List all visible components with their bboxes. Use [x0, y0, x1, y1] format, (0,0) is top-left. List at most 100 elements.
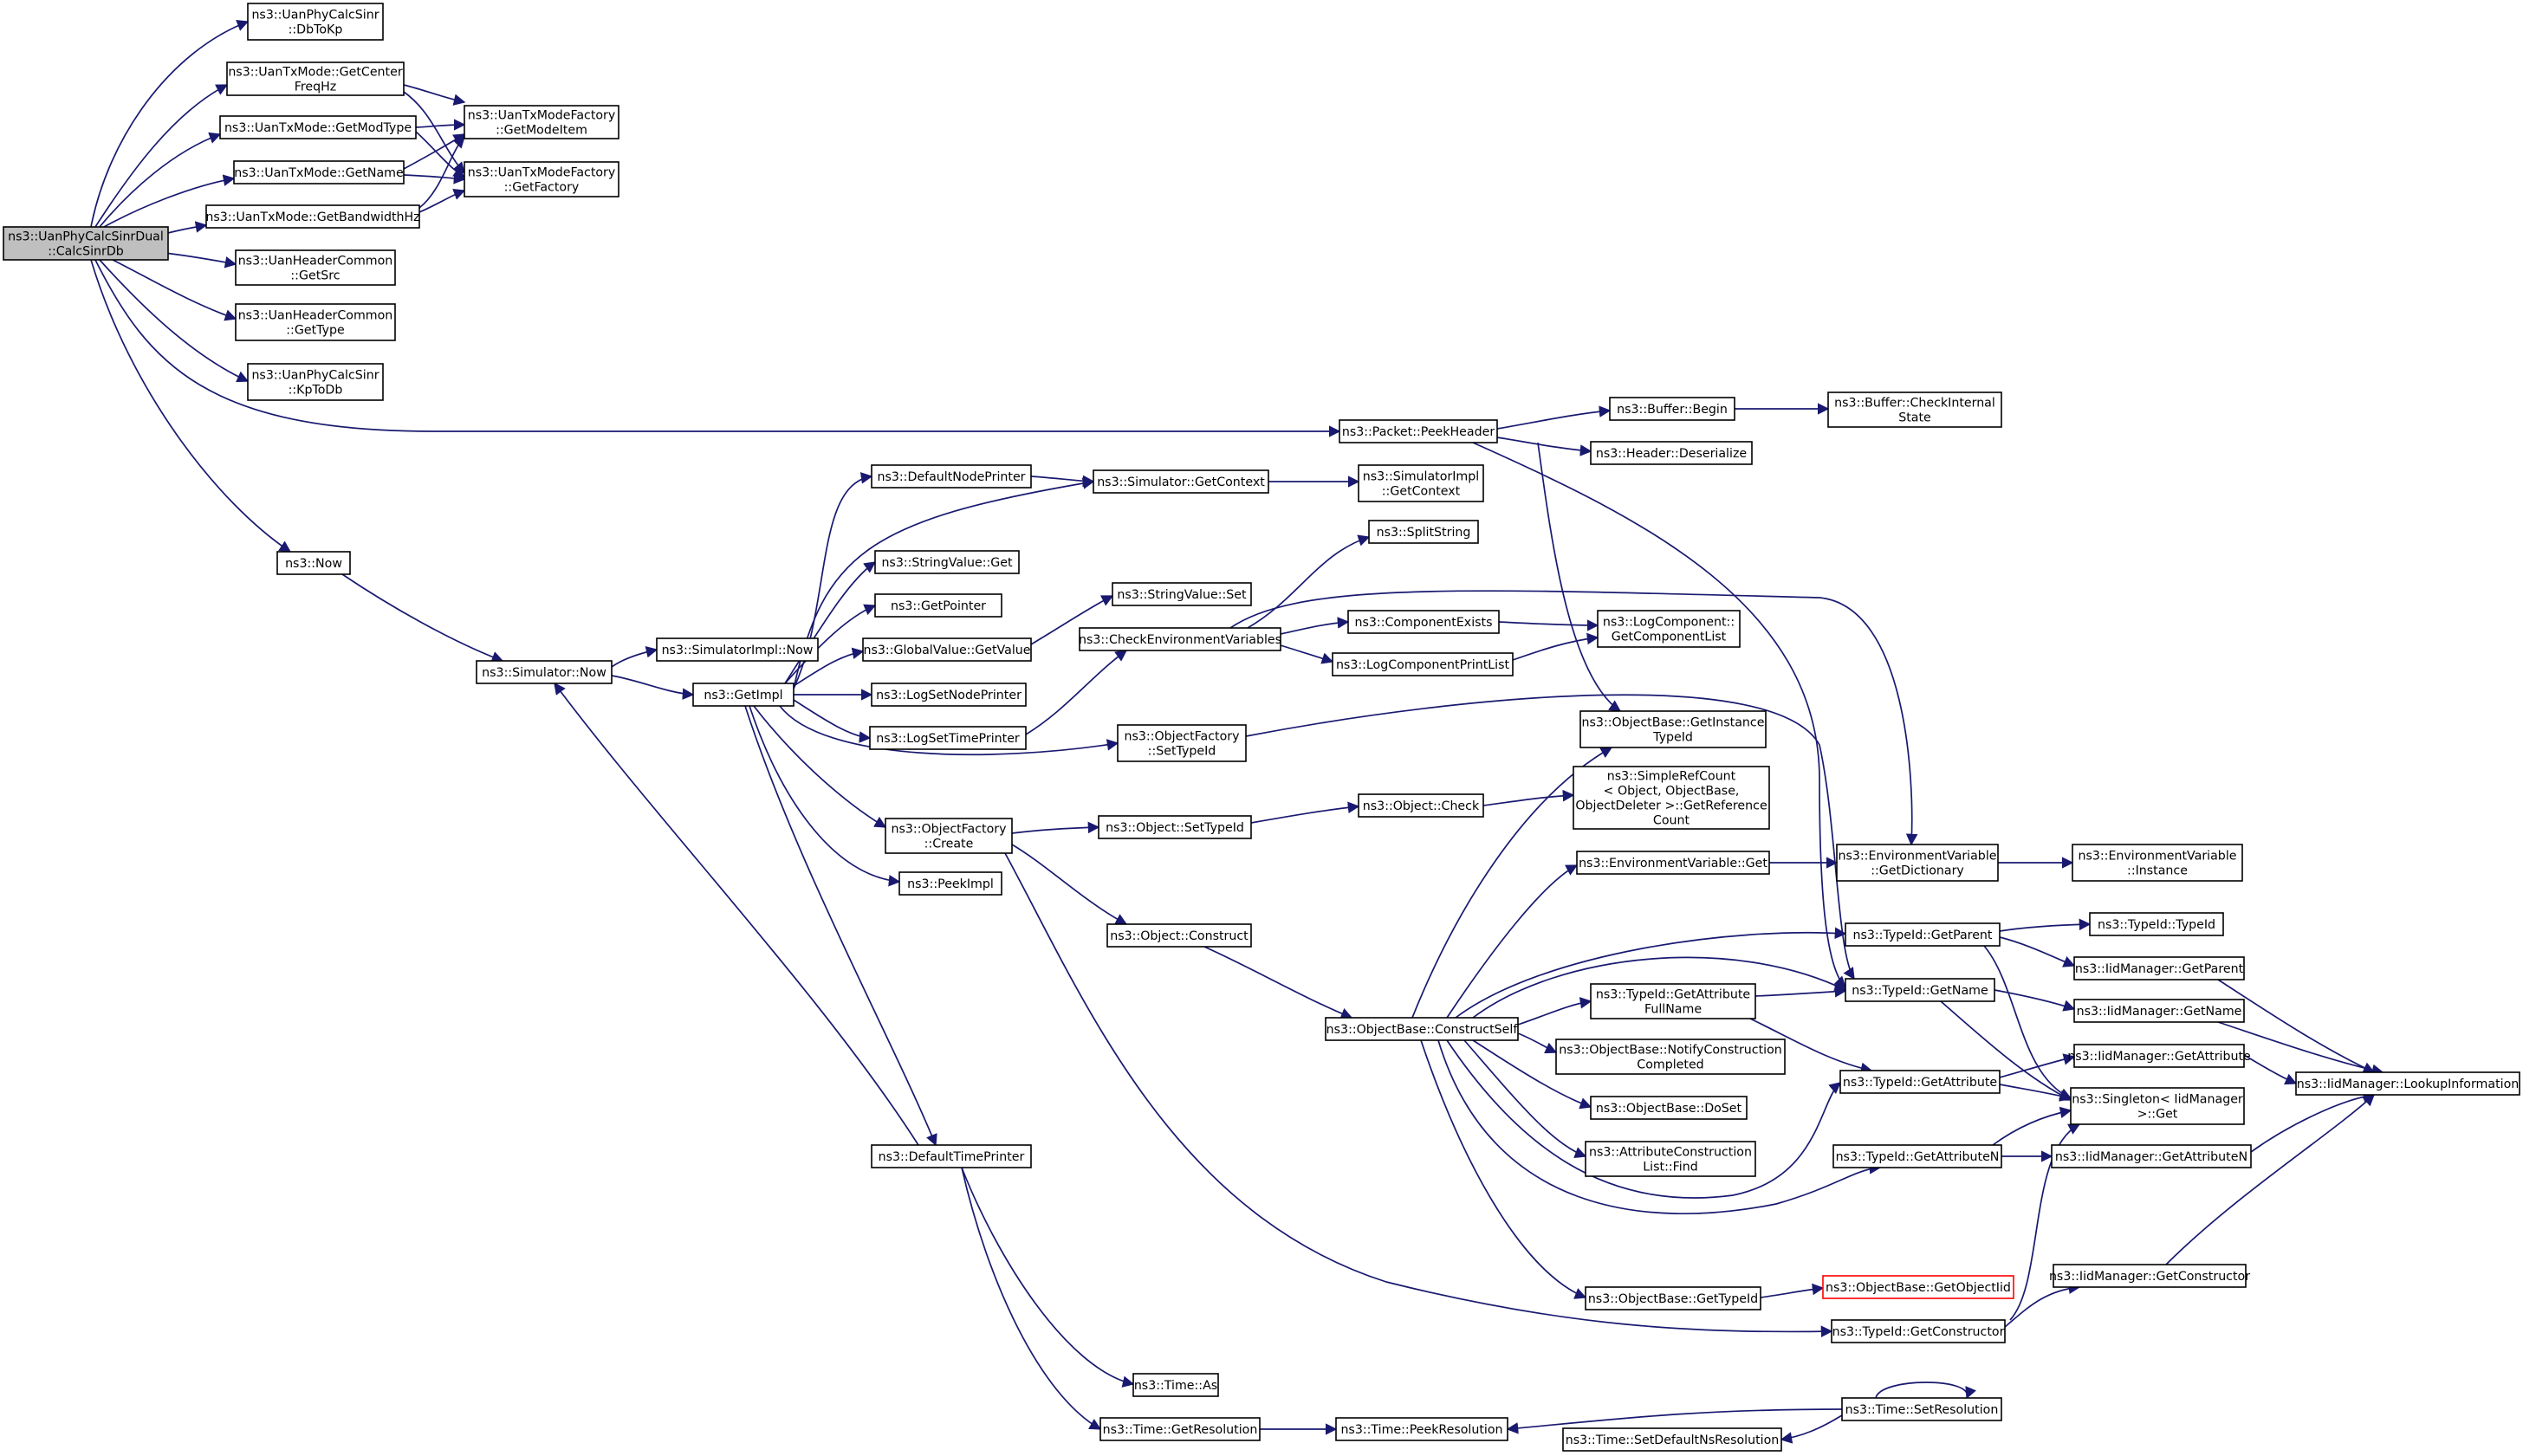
node-label: ns3::StringValue::Set	[1117, 588, 1247, 602]
graph-node-n10[interactable]: ns3::UanPhyCalcSinr::KpToDb	[247, 363, 384, 401]
graph-node-n59[interactable]: ns3::TypeId::GetAttributeN	[1832, 1144, 2002, 1168]
graph-node-n69[interactable]: ns3::Time::SetDefaultNsResolution	[1562, 1427, 1782, 1452]
graph-node-n33[interactable]: ns3::ObjectFactory::SetTypeId	[1117, 724, 1247, 762]
node-label: ns3::AttributeConstruction	[1589, 1145, 1752, 1159]
edge-n24-n27	[1030, 595, 1114, 645]
graph-node-n39[interactable]: ns3::PeekImpl	[898, 871, 1002, 896]
graph-node-n46[interactable]: ns3::TypeId::TypeId	[2089, 912, 2224, 936]
graph-node-n54[interactable]: ns3::Singleton< IidManager>::Get	[2070, 1087, 2245, 1125]
edge-n40-n41	[1203, 946, 1353, 1019]
graph-node-n41[interactable]: ns3::ObjectBase::ConstructSelf	[1325, 1017, 1519, 1041]
graph-node-n48[interactable]: ns3::TypeId::GetName	[1845, 978, 1995, 1002]
edge-n0-n1	[90, 20, 250, 228]
graph-node-n61[interactable]: ns3::IidManager::GetConstructor	[2049, 1264, 2250, 1288]
node-box	[1339, 419, 1498, 443]
graph-node-n38[interactable]: ns3::SimpleRefCount< Object, ObjectBase,…	[1573, 766, 1770, 830]
node-label: List::Find	[1643, 1160, 1697, 1174]
graph-node-n20[interactable]: ns3::Simulator::GetContext	[1093, 469, 1269, 494]
node-label: ns3::TypeId::GetAttribute	[1843, 1076, 1997, 1090]
graph-node-n45[interactable]: ns3::TypeId::GetParent	[1845, 922, 2001, 947]
node-label: ns3::UanHeaderCommon	[238, 254, 393, 268]
graph-node-n43[interactable]: ns3::EnvironmentVariable::GetDictionary	[1836, 844, 1999, 882]
graph-node-n7[interactable]: ns3::UanTxModeFactory::GetFactory	[464, 161, 619, 197]
node-box	[1590, 983, 1756, 1019]
graph-node-n14[interactable]: ns3::Header::Deserialize	[1590, 441, 1753, 465]
edge-n18-n23	[784, 604, 877, 684]
edge-n68-n67	[1506, 1408, 1843, 1434]
graph-node-n62[interactable]: ns3::ObjectBase::GetTypeId	[1585, 1286, 1761, 1310]
edge-n68-n69	[1780, 1414, 1843, 1444]
graph-node-n56[interactable]: ns3::ObjectBase::DoSet	[1590, 1096, 1748, 1120]
graph-node-n4[interactable]: ns3::UanTxMode::GetName	[233, 160, 405, 184]
node-label: ns3::TypeId::GetAttribute	[1596, 987, 1750, 1001]
graph-node-n40[interactable]: ns3::Object::Construct	[1106, 923, 1252, 948]
graph-node-n22[interactable]: ns3::StringValue::Get	[874, 550, 1020, 574]
graph-node-n47[interactable]: ns3::IidManager::GetParent	[2073, 956, 2245, 980]
graph-node-n60[interactable]: ns3::IidManager::GetAttributeN	[2051, 1144, 2252, 1168]
graph-node-n55[interactable]: ns3::IidManager::LookupInformation	[2295, 1071, 2520, 1096]
graph-node-n66[interactable]: ns3::Time::GetResolution	[1099, 1417, 1261, 1441]
graph-node-n68[interactable]: ns3::Time::SetResolution	[1841, 1397, 2002, 1421]
graph-node-n35[interactable]: ns3::ObjectFactory::Create	[885, 818, 1013, 854]
node-label: FreqHz	[295, 80, 337, 94]
graph-node-n52[interactable]: ns3::IidManager::GetAttribute	[2067, 1044, 2251, 1068]
graph-node-n8[interactable]: ns3::UanHeaderCommon::GetSrc	[235, 249, 396, 286]
graph-node-n26[interactable]: ns3::LogSetTimePrinter	[869, 726, 1027, 750]
graph-node-n17[interactable]: ns3::SimulatorImpl::Now	[656, 637, 819, 662]
graph-node-n25[interactable]: ns3::LogSetNodePrinter	[871, 683, 1027, 707]
graph-node-n37[interactable]: ns3::Object::Check	[1358, 793, 1484, 818]
node-box	[1368, 520, 1479, 544]
graph-node-n24[interactable]: ns3::GlobalValue::GetValue	[862, 637, 1032, 662]
graph-node-n6[interactable]: ns3::UanTxModeFactory::GetModeItem	[464, 105, 619, 139]
node-label: ns3::LogSetTimePrinter	[876, 732, 1020, 746]
node-box	[1347, 610, 1500, 634]
graph-node-n21[interactable]: ns3::SimulatorImpl::GetContext	[1358, 464, 1484, 502]
graph-node-n29[interactable]: ns3::SplitString	[1368, 520, 1479, 544]
graph-node-n27[interactable]: ns3::StringValue::Set	[1112, 582, 1252, 606]
graph-node-n15[interactable]: ns3::Now	[276, 551, 351, 575]
graph-node-n64[interactable]: ns3::TypeId::GetConstructor	[1831, 1319, 2006, 1343]
graph-node-n18[interactable]: ns3::GetImpl	[692, 683, 795, 707]
graph-node-n1[interactable]: ns3::UanPhyCalcSinr::DbToKp	[247, 3, 384, 41]
graph-node-n28[interactable]: ns3::CheckEnvironmentVariables	[1079, 627, 1281, 651]
graph-node-n65[interactable]: ns3::Time::As	[1132, 1373, 1219, 1397]
node-label: ns3::Time::GetResolution	[1103, 1423, 1258, 1437]
node-box	[219, 115, 417, 139]
edge-n37-n38	[1482, 789, 1575, 806]
node-label: ns3::UanTxMode::GetBandwidthHz	[205, 210, 419, 224]
node-box	[1832, 1144, 2002, 1168]
graph-node-n3[interactable]: ns3::UanTxMode::GetModType	[219, 115, 417, 139]
node-label: ns3::UanHeaderCommon	[238, 308, 393, 322]
edge-n50-n53	[1749, 1018, 1873, 1075]
node-label: ns3::Buffer::CheckInternal	[1834, 396, 1995, 410]
graph-node-n36[interactable]: ns3::Object::SetTypeId	[1098, 815, 1252, 839]
node-box	[205, 204, 420, 229]
graph-node-n31[interactable]: ns3::LogComponentPrintList	[1332, 652, 1514, 676]
graph-node-n30[interactable]: ns3::ComponentExists	[1347, 610, 1500, 634]
graph-node-n42[interactable]: ns3::EnvironmentVariable::Get	[1576, 851, 1770, 875]
graph-node-n23[interactable]: ns3::GetPointer	[874, 593, 1002, 618]
graph-node-n0[interactable]: ns3::UanPhyCalcSinrDual::CalcSinrDb	[3, 226, 169, 261]
graph-node-n32[interactable]: ns3::LogComponent::GetComponentList	[1597, 610, 1741, 648]
graph-node-n9[interactable]: ns3::UanHeaderCommon::GetType	[235, 303, 396, 341]
graph-node-n44[interactable]: ns3::EnvironmentVariable::Instance	[2072, 844, 2243, 882]
graph-node-n51[interactable]: ns3::ObjectBase::NotifyConstructionCompl…	[1555, 1039, 1786, 1075]
graph-node-n63[interactable]: ns3::ObjectBase::GetObjectIid	[1822, 1275, 2014, 1299]
graph-node-n16[interactable]: ns3::Simulator::Now	[476, 660, 613, 684]
graph-node-n53[interactable]: ns3::TypeId::GetAttribute	[1839, 1070, 2001, 1094]
graph-node-n19[interactable]: ns3::DefaultNodePrinter	[871, 464, 1032, 489]
graph-node-n5[interactable]: ns3::UanTxMode::GetBandwidthHz	[205, 204, 420, 229]
node-box	[235, 303, 396, 341]
edge-n53-n54	[1999, 1084, 2072, 1102]
graph-node-n67[interactable]: ns3::Time::PeekResolution	[1335, 1417, 1508, 1441]
graph-node-n57[interactable]: ns3::DefaultTimePrinter	[871, 1144, 1032, 1168]
graph-node-n49[interactable]: ns3::IidManager::GetName	[2073, 999, 2245, 1023]
graph-node-n12[interactable]: ns3::Buffer::Begin	[1609, 397, 1735, 421]
graph-node-n11[interactable]: ns3::Packet::PeekHeader	[1339, 419, 1498, 443]
